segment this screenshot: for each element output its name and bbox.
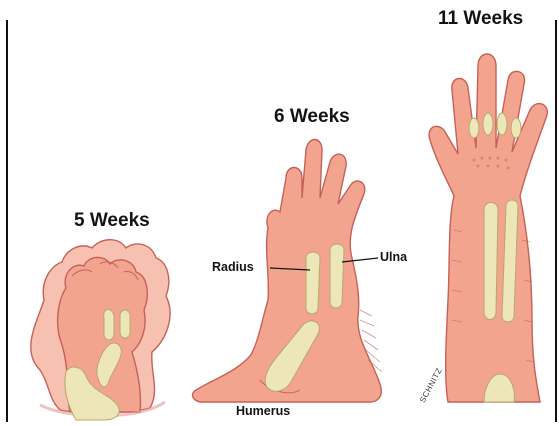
- limb-5-weeks-ulna-bone: [120, 310, 130, 338]
- stage-label-5-weeks: 5 Weeks: [74, 210, 150, 232]
- limb-11-weeks-metacarpal: [511, 118, 521, 138]
- limb-11-weeks-radius-bone: [484, 203, 498, 320]
- stage-label-6-weeks: 6 Weeks: [274, 106, 350, 128]
- label-humerus: Humerus: [236, 404, 290, 418]
- limb-6-weeks-radius-bone: [306, 252, 320, 314]
- label-ulna: Ulna: [380, 250, 407, 264]
- limb-11-weeks-metacarpal: [469, 118, 479, 138]
- limb-11-weeks-metacarpal: [497, 113, 507, 135]
- limb-5-weeks: [31, 240, 170, 420]
- label-radius: Radius: [212, 260, 254, 274]
- limb-6-weeks-ulna-bone: [330, 244, 344, 308]
- stage-label-11-weeks: 11 Weeks: [438, 8, 523, 30]
- limb-11-weeks-metacarpal: [483, 113, 493, 135]
- limb-5-weeks-radius-bone: [104, 309, 114, 340]
- limb-11-weeks: [429, 54, 547, 402]
